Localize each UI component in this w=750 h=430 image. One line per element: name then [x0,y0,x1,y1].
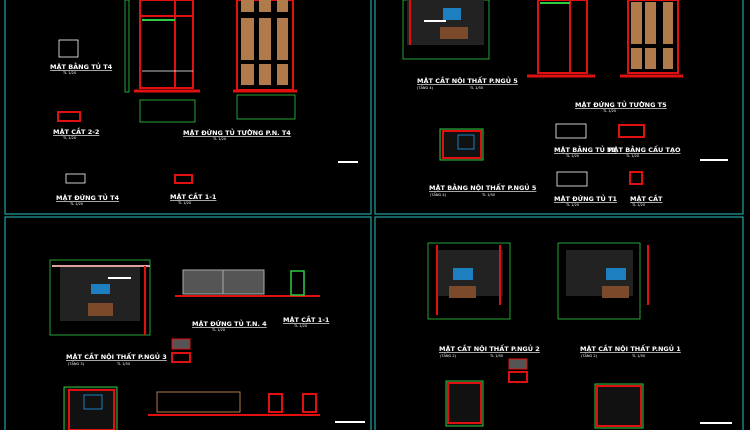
structure-plan [618,124,645,138]
legend-swatch-wall [171,352,191,363]
scale: TL 1/20 [293,324,307,328]
title: MẶT CẮT NỘI THẤT P.NGỦ 3 [66,351,167,361]
bedroom-1-plan [594,383,644,429]
cabinet-tn4-elevation [175,269,320,297]
cabinet-elevation-t1 [556,171,588,187]
scale: TL 1/20 [602,109,616,113]
scale: TL 1/20 [565,154,579,158]
scale: TL 1/20 [62,71,76,75]
legend-swatch-wall [508,371,528,383]
wardrobe-elevation-1 [124,0,200,123]
title: MẶT ĐỨNG TỦ T1 [554,193,618,203]
cabinet-plan-t1 [555,123,587,139]
sheet-frame-4 [374,216,744,430]
title: MẶT CẮT 1-1 [170,191,217,201]
title: MẶT CẮT NỘI THẤT P.NGỦ 5 [417,75,518,85]
sheet-frame-1 [4,0,372,215]
cabinet-plan-t4 [58,39,79,58]
section-shape [629,171,643,185]
wall-wardrobe-t5-elevation [527,0,683,78]
level-label: (TẦNG 2) [581,353,598,358]
section-2-2-shape [57,111,81,122]
level-label: (TẦNG 3) [68,361,85,366]
title: MẶT CẮT [630,193,663,203]
level-label: (TẦNG 4) [417,85,434,90]
title: MẶT CẮT 1-1 [283,314,330,324]
bedroom-5-section [402,0,490,60]
legend-swatch-hatch [508,358,528,370]
cabinet-elevation-t4 [65,173,86,184]
title: MẶT BẰNG TỦ T1 [554,144,617,154]
legend-swatch-hatch [171,338,191,350]
scale: TL 1/20 [625,154,639,158]
bedroom-2-plan [445,380,484,427]
scale: TL 1/20 [631,203,645,207]
title: MẶT BẰNG CẤU TẠO [607,144,681,154]
scale: TL 1/20 [177,201,191,205]
bedroom-5-plan [439,128,484,161]
title: MẶT CẮT NỘI THẤT P.NGỦ 2 [439,343,540,353]
title: MẶT ĐỨNG TỦ T.N. 4 [192,318,267,328]
scale: TL 1/50 [631,354,645,358]
scale: TL 1/50 [469,86,483,90]
title: MẶT ĐỨNG TỦ TƯỜNG T5 [575,99,667,109]
scale: TL 1/20 [565,203,579,207]
scale: TL 1/20 [211,328,225,332]
bedroom-3-plan [63,386,118,430]
scale: TL 1/50 [489,354,503,358]
level-label: (TẦNG 4) [430,192,447,197]
title: MẶT ĐỨNG TỦ T4 [56,192,120,202]
scale: TL 1/50 [116,362,130,366]
sheet-frame-2 [374,0,744,215]
cabinet-elevation-lower [148,391,320,416]
title: MẶT BẰNG NỘI THẤT P.NGỦ 5 [429,182,537,192]
section-1-1-shape [174,174,193,184]
title: MẶT ĐỨNG TỦ TƯỜNG P.N. T4 [183,127,291,137]
title: MẶT CẮT NỘI THẤT P.NGỦ 1 [580,343,681,353]
bedroom-1-section [557,242,649,320]
bedroom-2-section [427,242,511,320]
scale: TL 1/20 [62,136,76,140]
sheet-frame-3 [4,216,372,430]
level-label: (TẦNG 2) [440,353,457,358]
scale: TL 1/20 [212,137,226,141]
bedroom-3-section [49,259,151,336]
title: MẶT CẮT 2-2 [53,126,99,136]
title: MẶT BẰNG TỦ T4 [50,61,113,71]
scale: TL 1/20 [69,202,83,206]
scale: TL 1/50 [481,193,495,197]
wardrobe-elevation-2 [233,0,297,120]
